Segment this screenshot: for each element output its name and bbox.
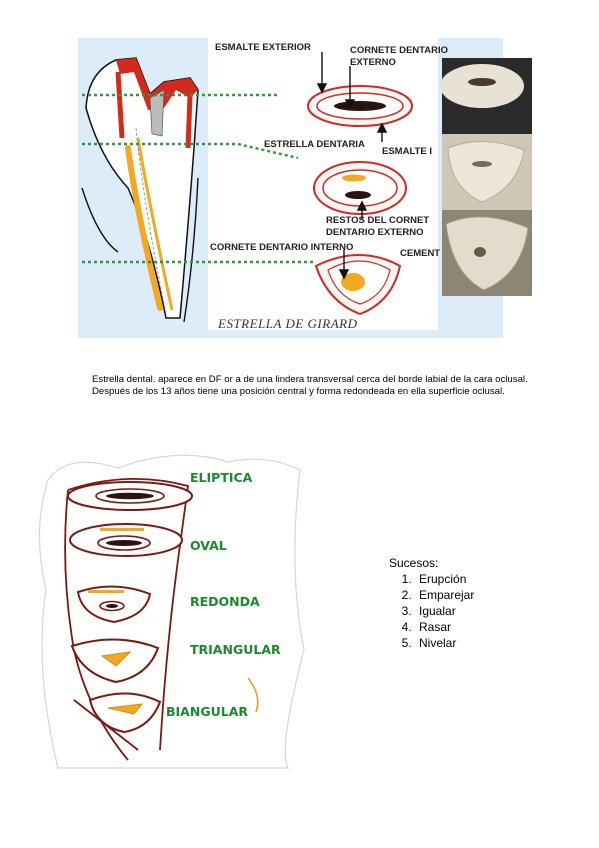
label-eliptica: ELIPTICA [190,470,253,485]
label-arrows [316,52,388,280]
label-enamel-exterior: ESMALTE EXTERIOR [215,42,311,53]
enamel-crown [116,58,198,110]
infundibulum [149,89,165,137]
label-biangular: BIANGULAR [166,704,248,719]
section-triangular [70,638,160,684]
label-cement: CEMENT [400,248,440,259]
section-redonda [76,585,152,624]
cross-section-1 [307,85,413,127]
section-biangular [88,692,162,734]
list-item: Rasar [415,619,474,635]
caption-line-1: Estrella dental. aparece en DF or a de u… [92,374,528,385]
section-eliptica [67,481,193,511]
list-item: Igualar [415,603,474,619]
label-oval: OVAL [190,538,227,553]
level-guidelines [82,93,313,264]
cross-section-2 [313,161,407,215]
label-external-cornet-2: EXTERNO [350,57,396,68]
label-triangular: TRIANGULAR [190,642,281,657]
figure-title: ESTRELLA DE GIRARD [217,316,358,331]
label-remains-1: RESTOS DEL CORNET [326,215,429,226]
label-remains-2: DENTARIO EXTERNO [326,227,423,238]
events-title: Sucesos: [389,556,439,570]
label-external-cornet-1: CORNETE DENTARIO [350,45,448,56]
list-item: Emparejar [415,587,474,603]
events-items: Erupción Emparejar Igualar Rasar Nivelar [389,571,474,651]
list-item: Erupción [415,571,474,587]
label-internal-cornet: CORNETE DENTARIO INTERNO [210,242,353,253]
star-column [125,145,163,311]
tooth-longitudinal-section [81,57,199,323]
caption-line-2: Después de los 13 años tiene una posició… [92,386,505,397]
label-dental-star: ESTRELLA DENTARIA [264,139,365,150]
girard-star-figure: ESMALTE EXTERIOR CORNETE DENTARIO EXTERN… [78,38,532,338]
pointer-stroke [247,677,259,713]
section-oval [69,523,183,557]
caption: Estrella dental. aparece en DF or a de u… [92,374,562,398]
list-item: Nivelar [415,635,474,651]
tooth-photos [440,58,532,296]
label-redonda: REDONDA [190,594,260,609]
star-shapes-figure: ELIPTICA OVAL REDONDA TRIANGULAR BIANGUL… [38,454,305,769]
events-list: Sucesos: Erupción Emparejar Igualar Rasa… [389,555,474,651]
label-enamel-int: ESMALTE I [382,146,432,157]
